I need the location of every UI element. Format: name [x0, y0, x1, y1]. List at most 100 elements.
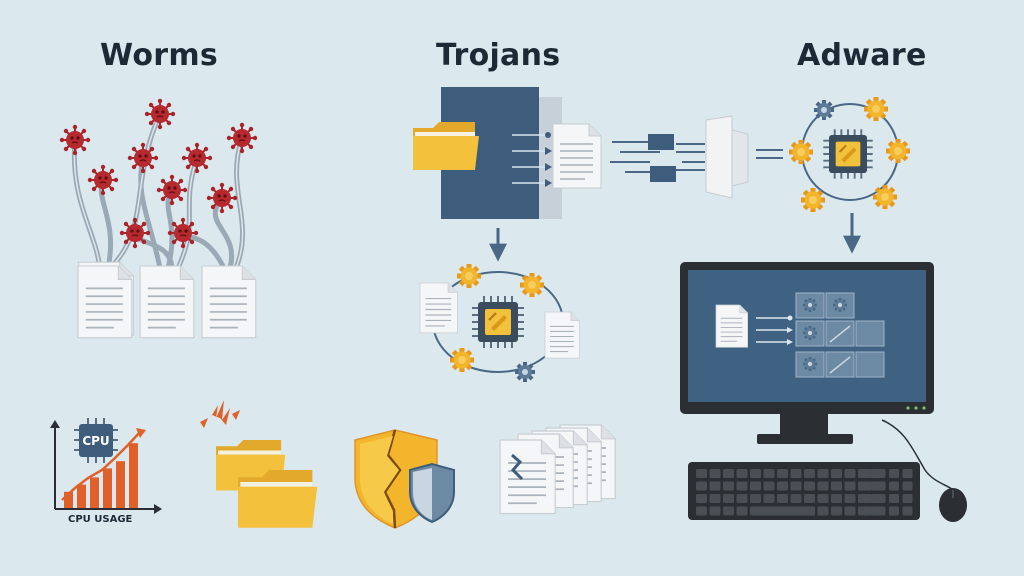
gear-icon [515, 362, 535, 382]
worms-section [58, 97, 259, 339]
corrupted-files [499, 424, 617, 515]
computer-mouse [939, 488, 967, 522]
cpu-usage-caption: CPU USAGE [68, 514, 133, 525]
document-icon [419, 282, 459, 334]
keyboard-key [763, 469, 775, 478]
keyboard-key [790, 494, 802, 503]
virus-icon [155, 173, 189, 207]
cpu-chip-icon: CPU [74, 418, 118, 463]
folder-icon [413, 122, 479, 170]
panel-connectors [512, 134, 548, 184]
keyboard-key [831, 481, 842, 491]
adware-title: Adware [797, 38, 927, 73]
keyboard [688, 462, 920, 520]
cpu-usage-panel: CPU [50, 418, 162, 514]
infected-documents [77, 265, 257, 339]
spark-icon [200, 400, 240, 428]
trojans-title: Trojans [436, 38, 561, 73]
keyboard-key [696, 494, 707, 503]
keyboard-key [723, 494, 734, 503]
keyboard-key [875, 481, 886, 491]
keyboard-key [817, 494, 829, 503]
keyboard-key [723, 469, 734, 478]
keyboard-key [902, 506, 913, 516]
keyboard-key [902, 494, 913, 503]
keyboard-key [750, 506, 815, 516]
keyboard-key [790, 469, 802, 478]
keyboard-key [750, 481, 761, 491]
keyboard-key [844, 506, 856, 516]
keyboard-key [709, 481, 721, 491]
keyboard-key [862, 506, 872, 516]
process-grid [795, 292, 885, 378]
cpu-chip-icon [471, 295, 525, 349]
keyboard-key [736, 469, 748, 478]
keyboard-key [875, 469, 886, 478]
usage-bar [129, 443, 138, 508]
worms-title: Worms [100, 38, 219, 73]
virus-icon [225, 121, 259, 155]
keyboard-key [831, 506, 842, 516]
document-icon [544, 311, 581, 359]
lightning-icon [510, 453, 524, 481]
keyboard-key [736, 506, 748, 516]
gear-icon [814, 100, 834, 120]
virus-icon [58, 123, 92, 157]
keyboard-key [696, 481, 707, 491]
gear-icon [864, 97, 888, 121]
keyboard-key [889, 506, 899, 516]
usage-bar [77, 484, 86, 508]
keyboard-key [804, 481, 815, 491]
data-packet [650, 166, 676, 182]
keyboard-key [804, 469, 815, 478]
keyboard-key [763, 481, 775, 491]
gear-icon [789, 140, 813, 164]
document-icon [715, 304, 749, 348]
keyboard-key [763, 494, 775, 503]
keyboard-key [817, 506, 829, 516]
keyboard-key [902, 481, 913, 491]
keyboard-key [875, 494, 886, 503]
keyboard-key [777, 469, 788, 478]
keyboard-key [862, 494, 872, 503]
cpu-chip-label: CPU [82, 434, 109, 448]
data-packet [648, 134, 674, 150]
virus-icon [86, 163, 120, 197]
keyboard-key [777, 494, 788, 503]
usage-bar [90, 477, 99, 508]
keyboard-key [736, 481, 748, 491]
keyboard-key [844, 494, 856, 503]
keyboard-key [889, 481, 899, 491]
keyboard-key [750, 469, 761, 478]
data-stream-lines [610, 141, 783, 173]
usage-bar [116, 461, 125, 508]
keyboard-key [862, 469, 872, 478]
virus-icon [143, 97, 177, 131]
corrupted-folders [200, 400, 318, 528]
broken-shield-icon [354, 429, 455, 529]
usage-trend-line [61, 431, 141, 501]
gear-icon [873, 185, 897, 209]
trojans-section [413, 87, 602, 382]
keyboard-key [862, 481, 872, 491]
keyboard-key [817, 469, 829, 478]
gear-icon [450, 348, 474, 372]
keyboard-key [844, 481, 856, 491]
keyboard-key [750, 494, 761, 503]
keyboard-key [902, 469, 913, 478]
filter-gate [705, 115, 749, 199]
keyboard-key [831, 494, 842, 503]
virus-icon [180, 141, 214, 175]
keyboard-key [831, 469, 842, 478]
keyboard-key [875, 506, 886, 516]
gear-icon [457, 264, 481, 288]
gear-icon [520, 273, 544, 297]
keyboard-key [790, 481, 802, 491]
gear-icon [801, 188, 825, 212]
keyboard-key [696, 506, 707, 516]
mouse-cable [881, 419, 956, 493]
cpu-chip-icon [822, 128, 874, 180]
keyboard-key [844, 469, 856, 478]
keyboard-key [777, 481, 788, 491]
